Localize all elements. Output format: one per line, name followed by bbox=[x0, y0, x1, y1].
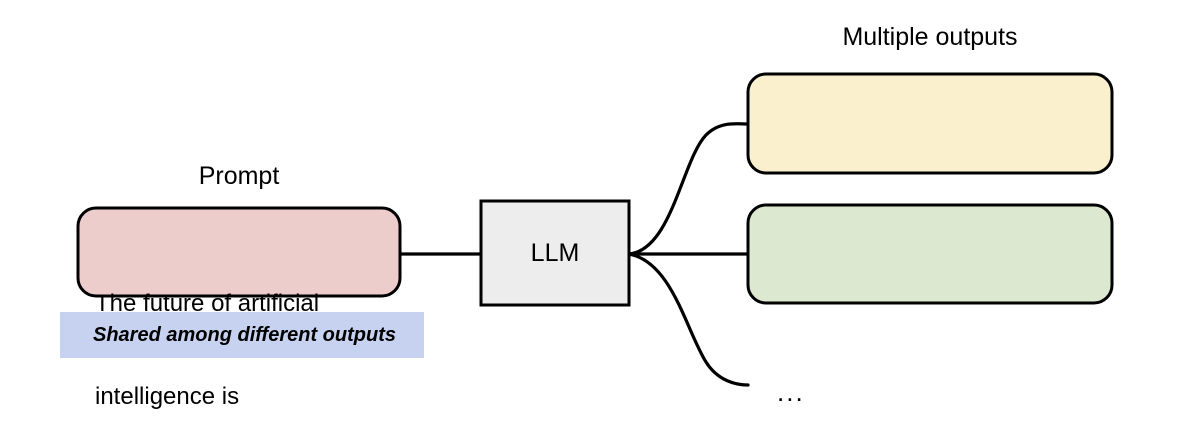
output-box-1[interactable] bbox=[746, 72, 1114, 175]
shared-among-band: Shared among different outputs bbox=[60, 312, 424, 358]
more-outputs-ellipsis: ... bbox=[777, 377, 805, 407]
llm-node-label: LLM bbox=[530, 239, 580, 267]
prompt-text-line-2: intelligence is bbox=[95, 383, 240, 410]
edge-llm-to-more-outputs bbox=[627, 252, 750, 387]
edge-llm-to-output-1 bbox=[627, 122, 750, 256]
output-box-2[interactable] bbox=[746, 203, 1114, 305]
prompt-text: The future of artificial intelligence is bbox=[95, 226, 395, 426]
outputs-caption: Multiple outputs bbox=[842, 23, 1018, 51]
llm-node-box[interactable] bbox=[479, 199, 631, 307]
prompt-box[interactable] bbox=[76, 206, 402, 298]
prompt-caption: Prompt bbox=[198, 162, 280, 190]
shared-among-label: Shared among different outputs bbox=[93, 323, 396, 346]
